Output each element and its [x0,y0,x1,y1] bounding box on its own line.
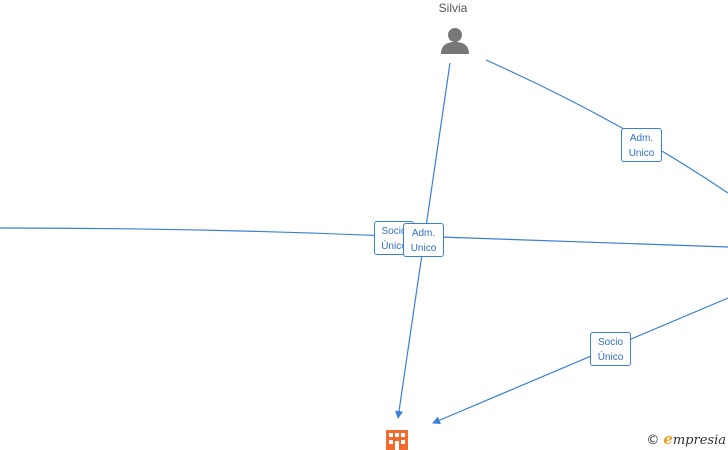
empresia-watermark: ©empresia [646,430,726,448]
edge-label-line1: Adm. [411,228,436,239]
edge-left-horizontal[interactable] [0,227,391,237]
person-name-label: Silvia [438,1,468,15]
edge-label-line2: Único [597,352,624,363]
edge-label-line1: Adm. [629,133,654,144]
edge-label-line2: Unico [410,243,437,254]
edge-label-line1: Socio [597,337,623,348]
edge-right-to-company[interactable] [432,297,728,424]
copyright-symbol: © [646,433,660,448]
edge-person-to-right[interactable] [485,59,728,194]
building-icon[interactable] [386,430,408,450]
person-icon[interactable] [441,28,469,54]
edge-label-adm-unico-center: Adm. Unico [403,223,444,257]
edge-label-line2: Único [381,241,407,252]
brand-name: mpresia [672,433,726,448]
edge-label-adm-unico-top-right: Adm. Unico [621,128,662,162]
edge-label-line2: Unico [628,148,655,159]
brand-initial: e [663,430,673,448]
edge-center-to-right[interactable] [439,236,728,248]
edge-label-line1: Socio [381,226,407,237]
edge-label-socio-unico-bottom-right: Socio Único [590,332,631,366]
